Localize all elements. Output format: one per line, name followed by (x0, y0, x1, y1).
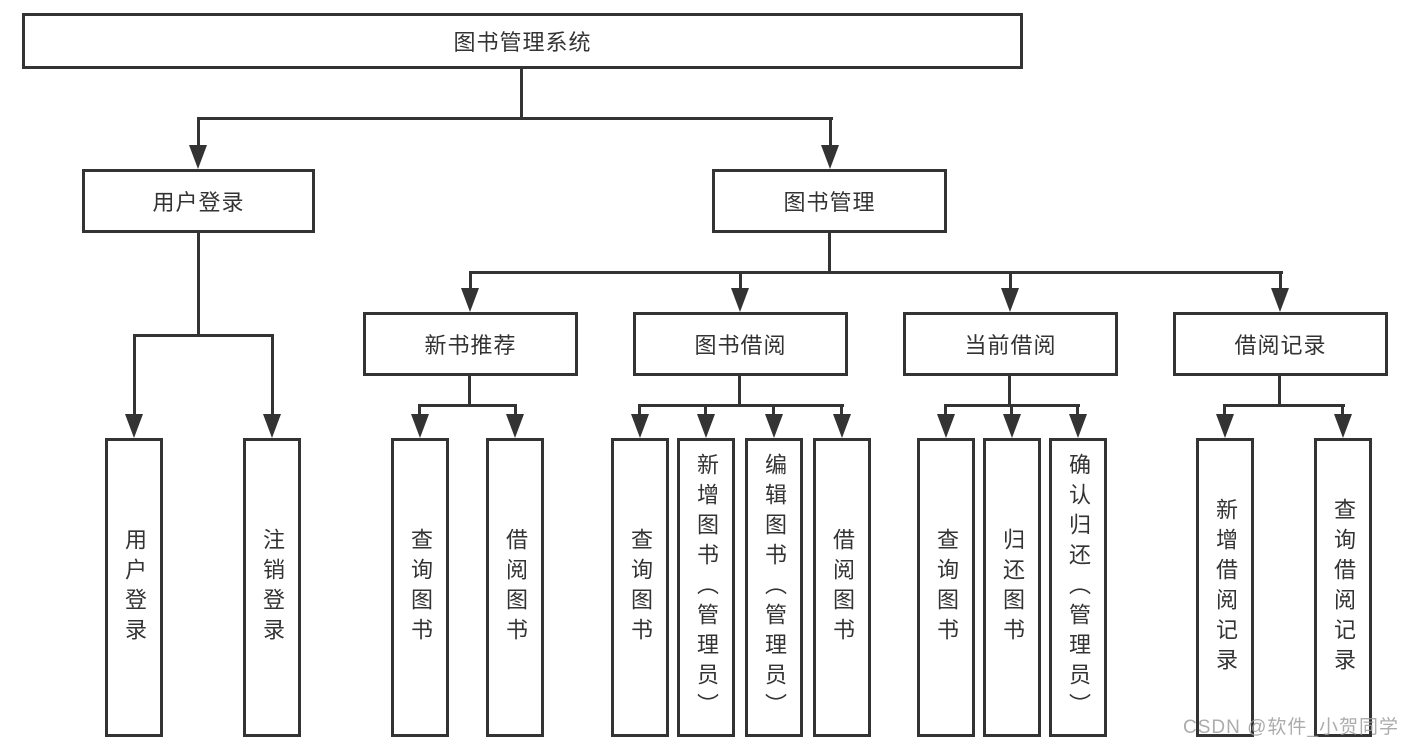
node-label: 借阅图书 (830, 527, 855, 648)
node-label: 用户登录 (122, 527, 147, 648)
node-label: 确认归还（管理员） (1066, 452, 1091, 723)
node-label: 查询借阅记录 (1331, 497, 1356, 678)
leaf-add-borrow-record: 新增借阅记录 (1196, 438, 1254, 737)
node-label: 图书管理系统 (453, 30, 592, 55)
node-label: 新增图书（管理员） (694, 452, 719, 723)
connector-line (738, 376, 741, 406)
node-book-borrowing: 图书借阅 (633, 312, 848, 376)
connector-line (1008, 376, 1011, 406)
connector-line (1009, 271, 1012, 290)
connector-line (840, 404, 843, 416)
connector-line (704, 404, 707, 416)
arrow-down-icon (821, 145, 839, 169)
arrow-down-icon (125, 414, 143, 438)
node-label: 新增借阅记录 (1213, 497, 1238, 678)
arrow-down-icon (731, 288, 749, 312)
node-label: 图书借阅 (694, 333, 787, 358)
arrow-down-icon (263, 414, 281, 438)
node-label: 注销登录 (260, 527, 285, 648)
arrow-down-icon (631, 414, 649, 438)
connector-line (1076, 404, 1079, 416)
arrow-down-icon (1271, 288, 1289, 312)
connector-line (133, 334, 274, 337)
connector-line (197, 117, 833, 120)
node-label: 新书推荐 (424, 333, 517, 358)
arrow-down-icon (833, 414, 851, 438)
arrow-down-icon (765, 414, 783, 438)
arrow-down-icon (1003, 414, 1021, 438)
connector-line (1223, 404, 1345, 407)
node-label: 查询图书 (628, 527, 653, 648)
arrow-down-icon (697, 414, 715, 438)
connector-line (133, 334, 136, 416)
connector-line (828, 233, 831, 272)
arrow-down-icon (411, 414, 429, 438)
connector-line (1278, 376, 1281, 406)
connector-line (197, 117, 200, 147)
connector-line (468, 376, 471, 406)
arrow-down-icon (189, 145, 207, 169)
node-label: 编辑图书（管理员） (762, 452, 787, 723)
leaf-edit-books-admin: 编辑图书（管理员） (745, 438, 803, 737)
node-label: 当前借阅 (964, 333, 1057, 358)
connector-line (1341, 404, 1344, 416)
node-borrow-records: 借阅记录 (1173, 312, 1388, 376)
node-label: 借阅记录 (1234, 333, 1327, 358)
connector-line (1279, 271, 1282, 290)
arrow-down-icon (506, 414, 524, 438)
node-user-login: 用户登录 (82, 169, 315, 233)
node-label: 归还图书 (1000, 527, 1025, 648)
csdn-watermark: CSDN @软件_小贺同学 (1183, 717, 1399, 738)
node-label: 图书管理 (783, 190, 876, 215)
arrow-down-icon (1334, 414, 1352, 438)
node-book-management: 图书管理 (712, 169, 947, 233)
connector-line (772, 404, 775, 416)
leaf-borrow-books-2: 借阅图书 (813, 438, 871, 737)
leaf-borrow-books-1: 借阅图书 (486, 438, 544, 737)
connector-line (829, 117, 832, 147)
leaf-logout: 注销登录 (243, 438, 301, 737)
node-label: 查询图书 (934, 527, 959, 648)
connector-line (638, 404, 844, 407)
leaf-query-borrow-record: 查询借阅记录 (1314, 438, 1372, 737)
arrow-down-icon (461, 288, 479, 312)
arrow-down-icon (1216, 414, 1234, 438)
node-current-borrowing: 当前借阅 (903, 312, 1118, 376)
arrow-down-icon (1069, 414, 1087, 438)
connector-line (418, 404, 421, 416)
connector-line (197, 233, 200, 335)
leaf-query-books-3: 查询图书 (917, 438, 975, 737)
connector-line (520, 69, 523, 118)
node-root-library-system: 图书管理系统 (22, 13, 1023, 69)
leaf-add-books-admin: 新增图书（管理员） (677, 438, 735, 737)
connector-line (739, 271, 742, 290)
connector-line (638, 404, 641, 416)
leaf-confirm-return-admin: 确认归还（管理员） (1049, 438, 1107, 737)
connector-line (1010, 404, 1013, 416)
node-label: 查询图书 (408, 527, 433, 648)
connector-line (418, 404, 517, 407)
leaf-query-books-1: 查询图书 (391, 438, 449, 737)
connector-line (514, 404, 517, 416)
arrow-down-icon (1001, 288, 1019, 312)
leaf-user-login: 用户登录 (105, 438, 163, 737)
node-new-book-recommend: 新书推荐 (363, 312, 578, 376)
node-label: 借阅图书 (503, 527, 528, 648)
connector-line (1223, 404, 1226, 416)
connector-line (944, 404, 947, 416)
connector-line (271, 334, 274, 416)
leaf-return-books: 归还图书 (983, 438, 1041, 737)
connector-line (469, 271, 1283, 274)
node-label: 用户登录 (152, 190, 245, 215)
arrow-down-icon (937, 414, 955, 438)
connector-line (469, 271, 472, 290)
leaf-query-books-2: 查询图书 (611, 438, 669, 737)
